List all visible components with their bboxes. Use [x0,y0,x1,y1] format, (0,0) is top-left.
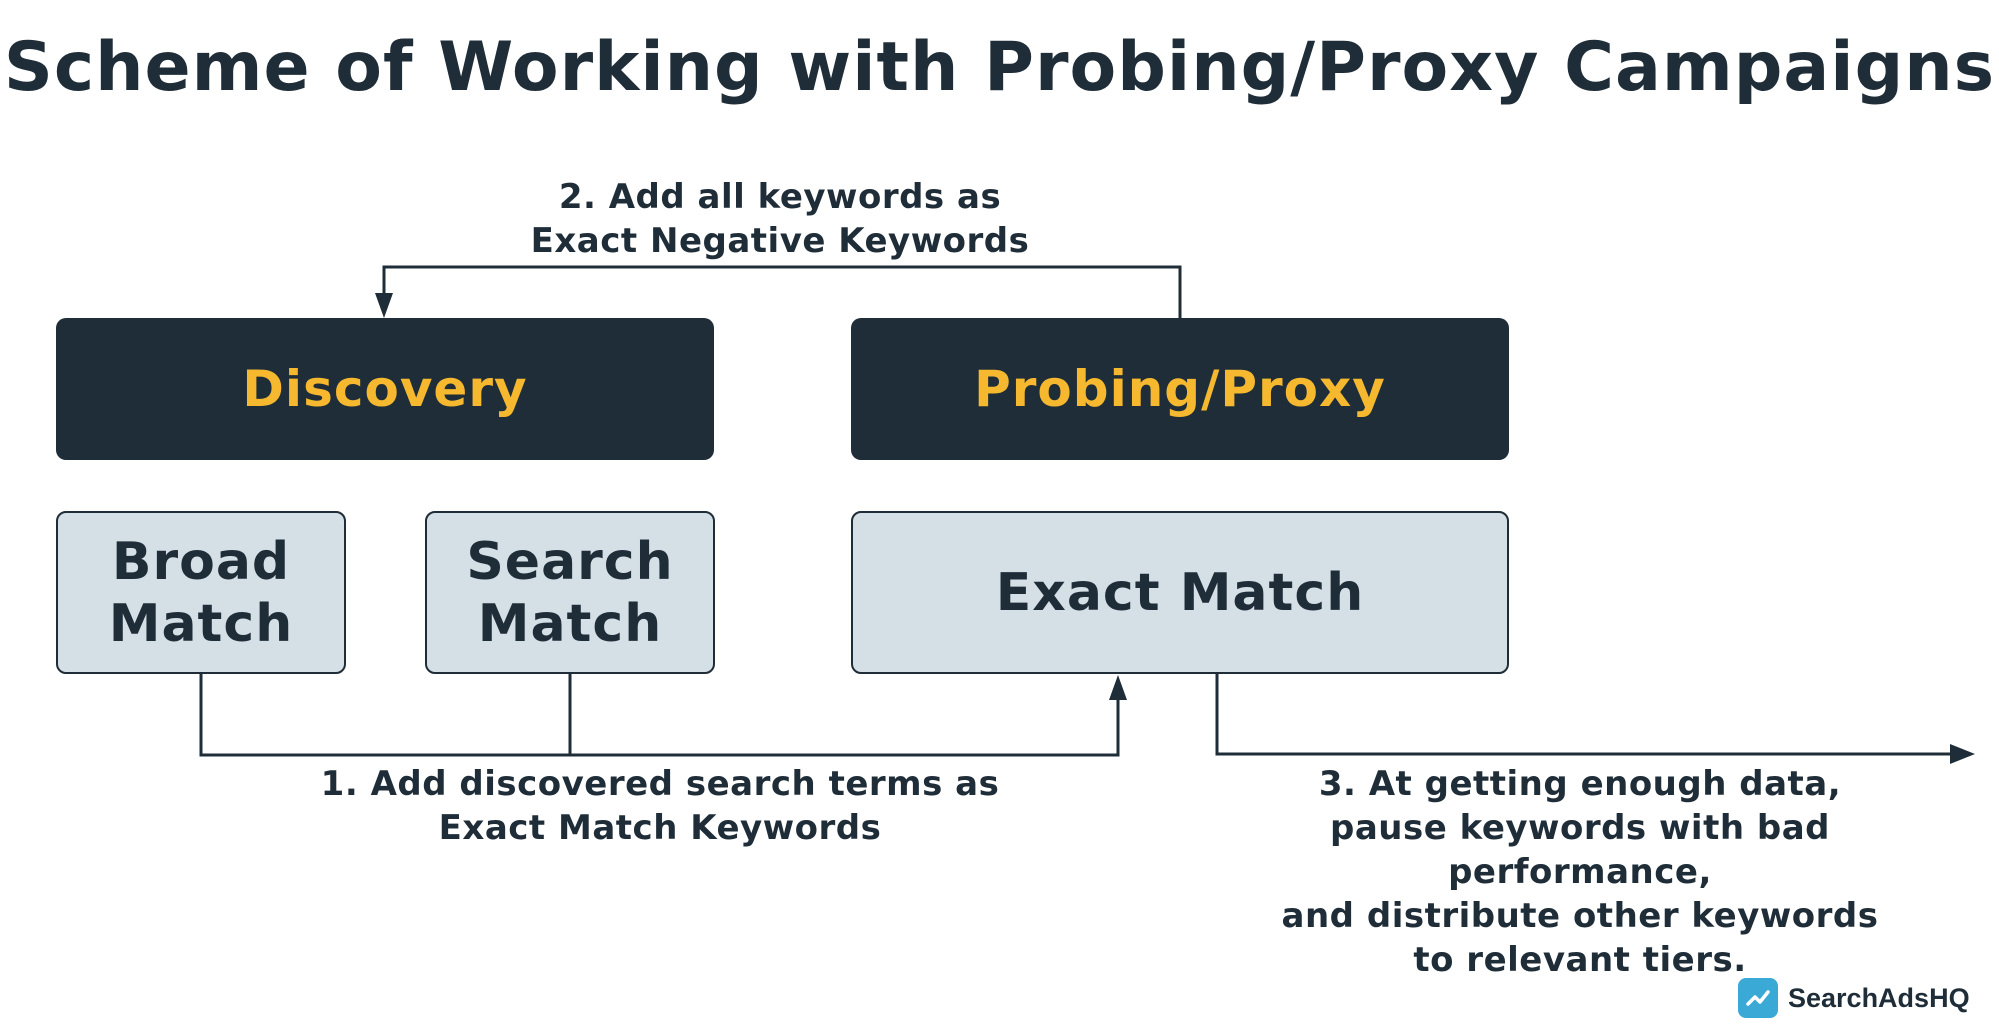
brand-logo: SearchAdsHQ [1738,978,1970,1018]
search-match-label-line2: Match [477,593,663,654]
step1-line1: 1. Add discovered search terms as [320,764,1000,804]
step1-line2: Exact Match Keywords [438,808,882,848]
step3-line1: 3. At getting enough data, [1318,764,1842,804]
step3-line3: and distribute other keywords [1281,896,1879,936]
step1-note: 1. Add discovered search terms as Exact … [300,762,1020,850]
arrowhead-exact [1109,675,1127,700]
broad-match-label-line1: Broad [111,531,291,592]
arrow-broad-to-exact [199,674,1120,757]
step3-line4: to relevant tiers. [1413,940,1747,980]
step3-note: 3. At getting enough data, pause keyword… [1200,762,1960,982]
search-match-label-line1: Search [466,531,674,592]
arrowhead-right [1950,744,1975,764]
trend-chart-icon [1738,978,1778,1018]
arrow-probing-to-discovery [382,265,1182,318]
page-title: Scheme of Working with Probing/Proxy Cam… [3,28,1996,107]
broad-match-label-line2: Match [108,593,294,654]
exact-match-label: Exact Match [995,562,1365,623]
discovery-label: Discovery [242,360,528,418]
probing-proxy-label: Probing/Proxy [974,360,1386,418]
discovery-box: Discovery [56,318,714,460]
arrow-exact-to-right [1215,674,1955,756]
brand-name: SearchAdsHQ [1788,982,1970,1013]
step3-line2: pause keywords with bad performance, [1330,808,1830,892]
broad-match-box: Broad Match [56,511,346,674]
step2-line2: Exact Negative Keywords [530,221,1030,261]
step2-line1: 2. Add all keywords as [558,177,1002,217]
arrowhead-discovery [375,293,393,318]
step2-note: 2. Add all keywords as Exact Negative Ke… [480,175,1080,263]
search-match-box: Search Match [425,511,715,674]
probing-proxy-box: Probing/Proxy [851,318,1509,460]
exact-match-box: Exact Match [851,511,1509,674]
